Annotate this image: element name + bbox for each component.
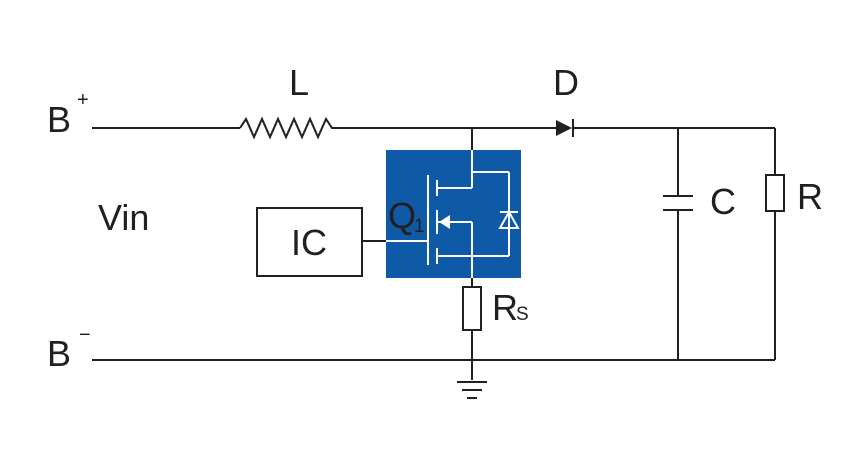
sense-resistor-symbol [462,286,482,331]
ic-label: IC [291,222,327,263]
inductor-symbol [239,116,336,140]
b-minus-sign: − [79,324,91,346]
mosfet-subscript: 1 [414,216,425,237]
capacitor-symbol [663,195,693,211]
b-plus-sign: + [77,89,89,111]
diode-label: D [553,62,579,103]
load-resistor-symbol [765,174,785,212]
wires [92,127,776,380]
mosfet-q1 [386,150,521,278]
ground-icon [457,381,487,399]
capacitor-label: C [710,181,736,222]
vin-label: Vin [98,197,149,238]
b-plus-label: B [47,99,71,140]
inductor-label: L [289,62,309,103]
b-minus-label: B [47,333,71,374]
mosfet-label: Q [388,195,416,236]
load-resistor-label: R [797,176,823,217]
sense-resistor-label: R [492,287,518,328]
sense-resistor-subscript: S [516,304,529,325]
ic-block [256,207,363,277]
diode-symbol [556,119,574,137]
n-channel-mosfet-icon [386,150,520,278]
